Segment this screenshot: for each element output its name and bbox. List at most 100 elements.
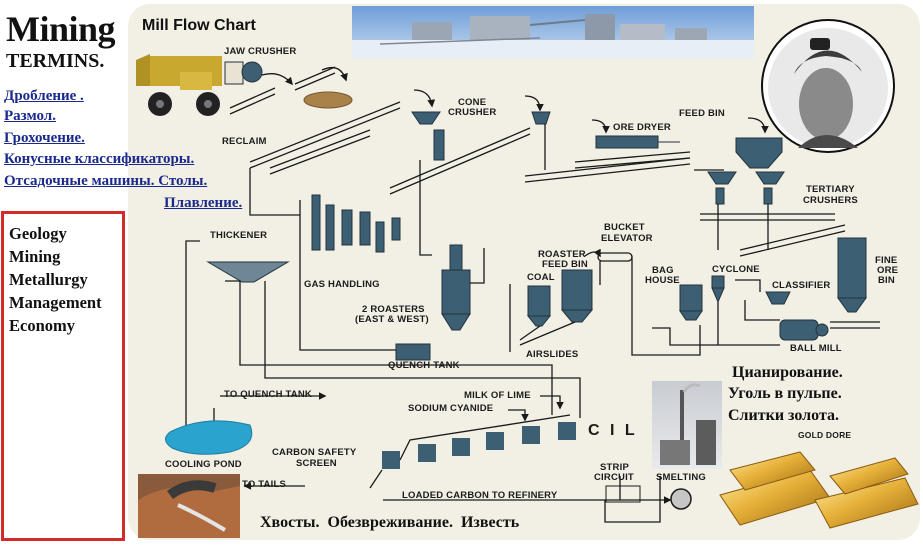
label-cone-crusher-2: CRUSHER xyxy=(448,107,497,118)
conveyor-6 xyxy=(574,151,691,169)
arrow-3 xyxy=(413,89,436,108)
ore-dryer xyxy=(595,135,680,149)
label-bag-1: BAG xyxy=(652,265,674,276)
conveyor-4 xyxy=(389,127,531,195)
label-carbon-safety-2: SCREEN xyxy=(296,458,337,469)
label-to-tails: TO TAILS xyxy=(242,479,286,490)
label-bucket-1: BUCKET xyxy=(604,222,645,233)
term-link-cone-classifiers[interactable]: Конусные классификаторы. xyxy=(4,151,195,167)
ore-pile xyxy=(303,91,353,109)
arrow-1 xyxy=(261,73,294,86)
label-fine-3: BIN xyxy=(878,275,895,286)
flow-line-i xyxy=(519,325,541,341)
label-roasters-1: 2 ROASTERS xyxy=(362,304,425,315)
conveyor-1 xyxy=(229,87,276,115)
tailings-photo xyxy=(138,474,240,538)
roaster xyxy=(441,244,471,331)
tertiary-crusher-1 xyxy=(707,171,737,205)
sidebar-item-economy[interactable]: Economy xyxy=(9,316,75,335)
flow-line-p xyxy=(744,300,780,321)
flow-line-v xyxy=(369,469,383,489)
coal-bin xyxy=(526,285,552,327)
thickener xyxy=(206,261,290,283)
flow-lines xyxy=(185,66,780,523)
conveyor-9 xyxy=(830,321,880,329)
label-fine-1: FINE xyxy=(875,255,898,266)
equipment xyxy=(206,61,867,361)
flow-line-l xyxy=(631,257,701,356)
label-cooling-pond: COOLING POND xyxy=(165,459,242,470)
conveyor-reclaim xyxy=(249,101,401,169)
sidebar-panel: Geology Mining Metallurgy Management Eco… xyxy=(1,211,125,541)
flow-line-d xyxy=(225,280,553,415)
label-loaded-carbon: LOADED CARBON TO REFINERY xyxy=(402,490,558,501)
label-bag-2: HOUSE xyxy=(645,275,680,286)
miner-portrait xyxy=(761,19,895,153)
arrow-4 xyxy=(524,95,544,112)
term-link-jigs-tables[interactable]: Отсадочные машины. Столы. xyxy=(4,173,208,189)
tertiary-crusher-2 xyxy=(755,171,785,205)
note-bottom: Хвосты. Обезвреживание. Известь xyxy=(260,514,520,531)
label-carbon-safety-1: CARBON SAFETY xyxy=(272,447,357,458)
sidebar-item-geology[interactable]: Geology xyxy=(9,224,67,243)
label-tertiary-1: TERTIARY xyxy=(806,184,855,195)
ball-mill xyxy=(779,319,829,341)
label-gold-dore: GOLD DORE xyxy=(798,430,852,440)
term-link-grinding[interactable]: Размол. xyxy=(4,108,56,124)
cone-crusher-2 xyxy=(531,111,551,125)
gold-bars xyxy=(719,451,919,529)
smelter-photo xyxy=(652,381,722,469)
flow-line-j xyxy=(519,321,576,346)
label-roaster-feed-1: ROASTER xyxy=(538,249,586,260)
label-feed-bin: FEED BIN xyxy=(679,108,725,119)
label-thickener: THICKENER xyxy=(210,230,268,241)
flow-line-b xyxy=(299,200,396,351)
label-jaw-crusher: JAW CRUSHER xyxy=(224,46,297,57)
arrow-cyanide xyxy=(508,409,529,422)
label-gas-handling: GAS HANDLING xyxy=(304,279,380,290)
label-classifier: CLASSIFIER xyxy=(772,280,831,291)
label-milk-of-lime: MILK OF LIME xyxy=(464,390,531,401)
header-title: Mining xyxy=(6,9,116,49)
label-strip-2: CIRCUIT xyxy=(594,472,634,483)
label-roaster-feed-2: FEED BIN xyxy=(542,259,588,270)
flow-line-m xyxy=(652,327,780,346)
label-cil: C I L xyxy=(588,422,638,439)
label-cyclone: CYCLONE xyxy=(712,264,760,275)
sidebar-item-metallurgy[interactable]: Metallurgy xyxy=(9,270,88,289)
label-coal: COAL xyxy=(527,272,555,283)
note-cyanidation: Цианирование. xyxy=(732,364,843,381)
flow-line-e xyxy=(264,281,581,418)
term-link-smelting[interactable]: Плавление. xyxy=(164,195,243,211)
plant-photo xyxy=(352,6,754,59)
conveyor-3 xyxy=(269,129,371,175)
label-to-quench: TO QUENCH TANK xyxy=(224,389,312,400)
flow-line-f xyxy=(419,160,432,256)
label-reclaim: RECLAIM xyxy=(222,136,267,147)
flow-line-o xyxy=(735,279,761,292)
label-tertiary-2: CRUSHERS xyxy=(803,195,858,206)
note-carbon-in-pulp: Уголь в пульпе. xyxy=(728,385,842,402)
cooling-pond xyxy=(165,420,253,455)
quench-tank xyxy=(395,343,431,361)
conveyor-8 xyxy=(739,224,846,257)
term-link-screening[interactable]: Грохочение. xyxy=(4,130,85,146)
note-gold-bars: Слитки золота. xyxy=(728,407,839,424)
flow-line-y xyxy=(604,476,661,523)
chart-title: Mill Flow Chart xyxy=(142,17,256,34)
conveyor-2 xyxy=(294,66,336,91)
bag-house xyxy=(679,284,703,321)
cil-tanks xyxy=(382,422,576,469)
flow-line-c xyxy=(185,240,200,431)
cone-crusher xyxy=(411,111,445,161)
gas-handling xyxy=(311,194,401,253)
label-strip-1: STRIP xyxy=(600,462,629,473)
term-link-crushing[interactable]: Дробление . xyxy=(4,88,84,104)
sidebar-item-management[interactable]: Management xyxy=(9,293,102,312)
label-fine-2: ORE xyxy=(877,265,899,276)
cyclone xyxy=(711,275,725,304)
conveyors xyxy=(229,66,880,329)
sidebar-item-mining[interactable]: Mining xyxy=(9,247,61,266)
arrow-7 xyxy=(584,248,601,258)
strip-circuit-box xyxy=(605,485,641,503)
